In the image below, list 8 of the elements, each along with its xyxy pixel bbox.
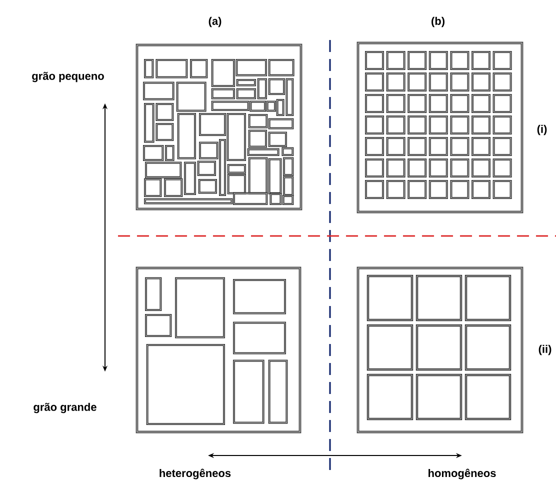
axis-label: homogêneos: [428, 468, 496, 480]
panel-label: (i): [537, 124, 547, 136]
axis-label: grão grande: [34, 402, 96, 414]
axis-label: heterogêneos: [160, 468, 231, 480]
panel-label: (b): [432, 16, 444, 28]
panel-label: (a): [208, 16, 222, 28]
axis-label: grão pequeno: [32, 72, 104, 82]
panel-label: (ii): [538, 344, 552, 356]
